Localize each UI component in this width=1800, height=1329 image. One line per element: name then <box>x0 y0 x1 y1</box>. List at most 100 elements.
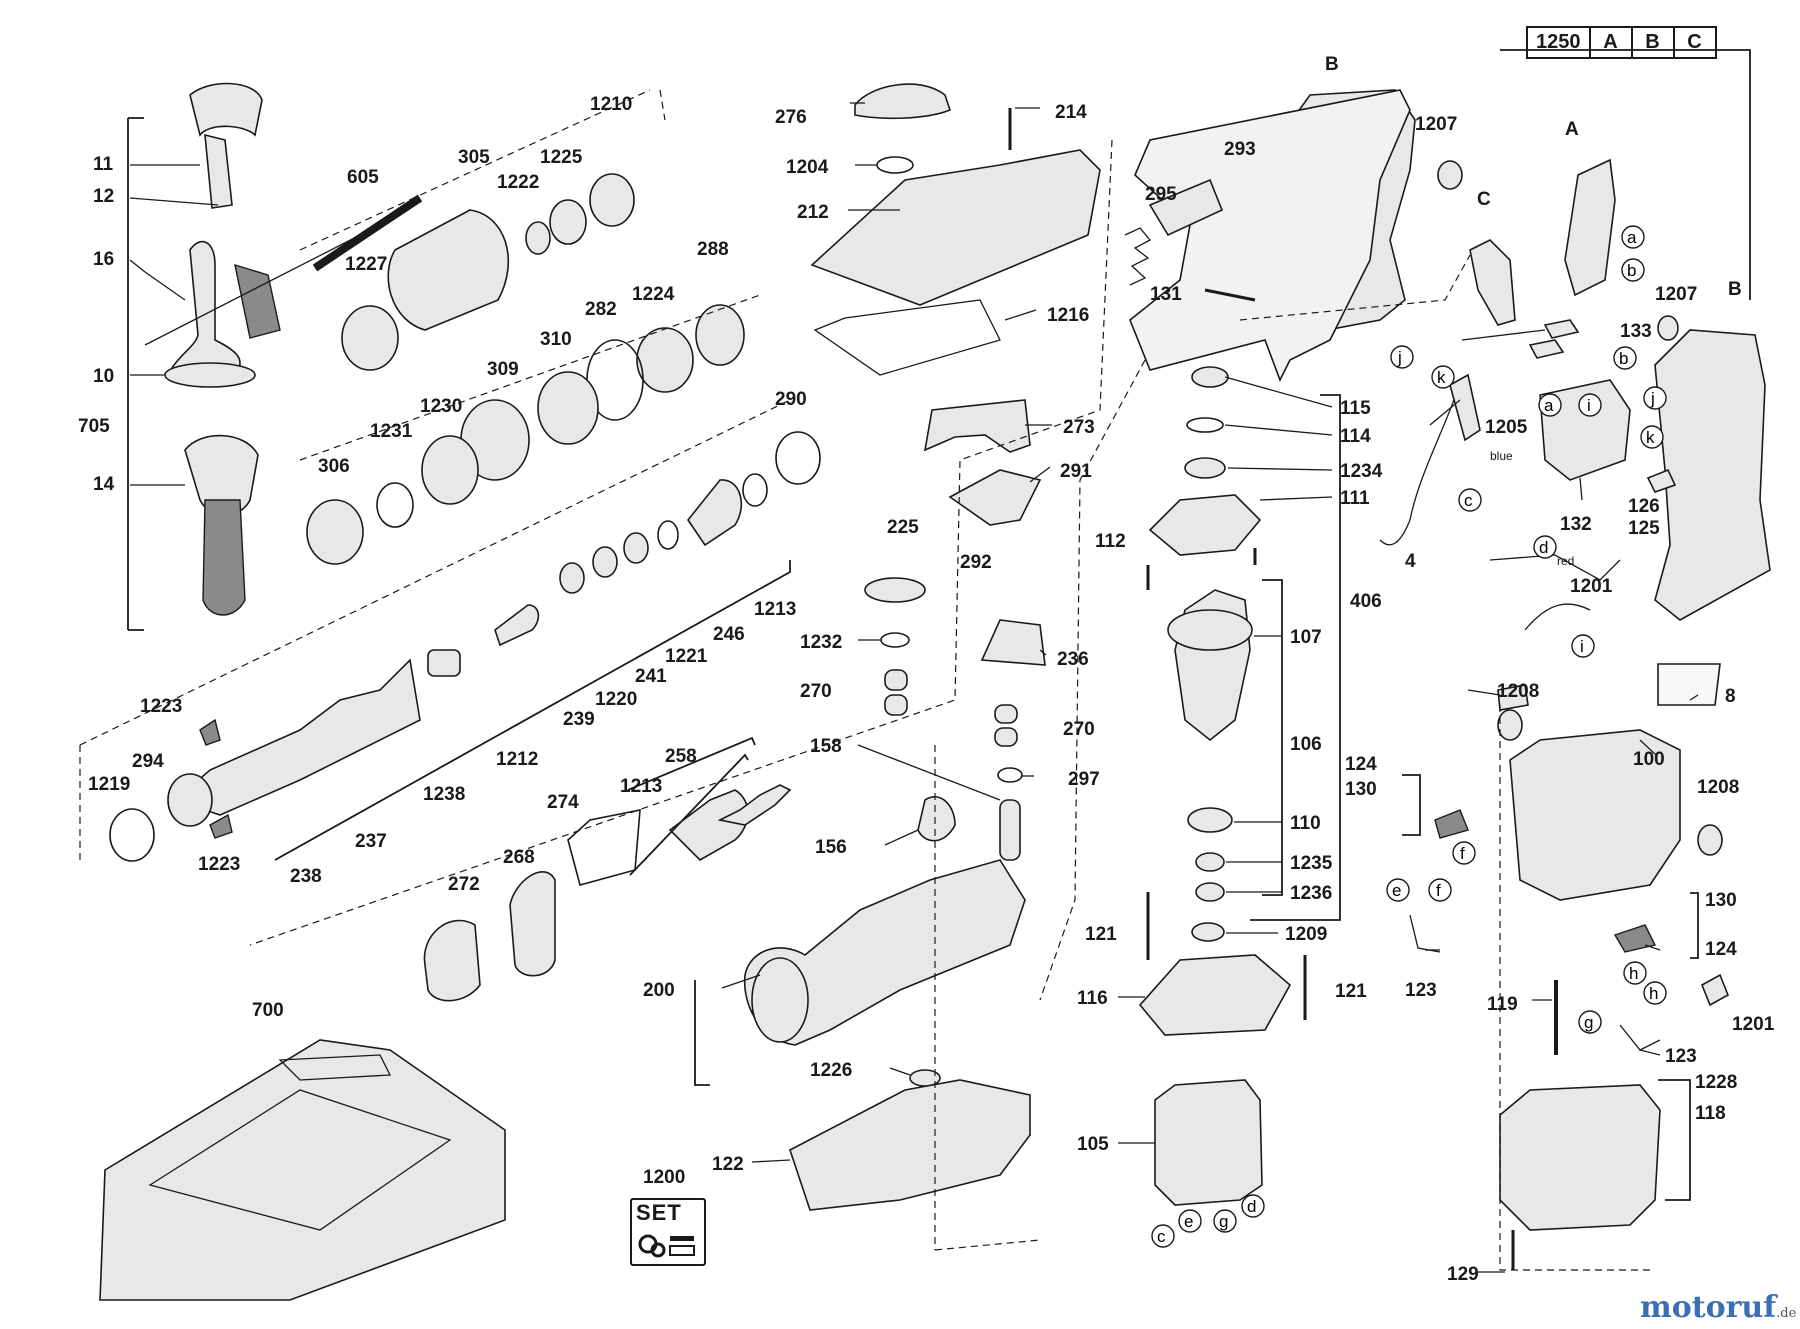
callout-1235: 1235 <box>1290 853 1333 874</box>
callout-123b: 123 <box>1665 1046 1697 1067</box>
dash-housing-top <box>1239 254 1471 321</box>
ring-114 <box>1186 417 1224 433</box>
ring-1225 <box>549 199 587 245</box>
housing-half-1207 <box>1129 89 1411 382</box>
callout-112: 112 <box>1095 531 1126 552</box>
bracket-106 <box>1262 579 1283 896</box>
callout-131: 131 <box>1150 284 1182 305</box>
plate-8 <box>1657 663 1721 706</box>
clip-133b <box>1528 339 1565 359</box>
variant-table: 1250 A B C <box>1526 26 1717 59</box>
leader-115 <box>1224 376 1333 408</box>
callout-125: 125 <box>1628 518 1660 539</box>
bushing-270a <box>884 669 908 691</box>
cable-4 <box>1379 379 1461 546</box>
letter-k2: k <box>1437 368 1446 387</box>
callout-241: 241 <box>635 666 667 687</box>
ring-1224 <box>636 327 694 393</box>
key-1223-bottom <box>209 813 233 839</box>
gear-225 <box>864 577 926 603</box>
letter-f2: f <box>1436 881 1441 900</box>
callout-276: 276 <box>775 107 807 128</box>
callout-214: 214 <box>1055 102 1087 123</box>
callout-305: 305 <box>458 147 490 168</box>
gear-236 <box>980 619 1046 666</box>
leader-291 <box>1029 466 1051 483</box>
letter-j2: j <box>1397 348 1402 367</box>
cage-274 <box>567 809 641 886</box>
variant-cell-0: 1250 <box>1528 28 1591 57</box>
plate-291 <box>948 469 1042 526</box>
letter-h2: h <box>1649 984 1658 1003</box>
bushing-272 <box>423 919 481 1002</box>
handle-lever-part <box>234 263 281 339</box>
wire-1201 <box>1524 603 1591 631</box>
gear-268 <box>509 871 556 977</box>
ring-239 <box>559 562 585 594</box>
spring-295 <box>1124 227 1152 286</box>
callout-4: 4 <box>1405 551 1416 572</box>
callout-293: 293 <box>1224 139 1256 160</box>
letter-C: C <box>1477 189 1491 210</box>
callout-1207a: 1207 <box>1415 114 1457 135</box>
part-A <box>1564 158 1616 297</box>
housing-group <box>1124 49 1771 1271</box>
callout-1238: 1238 <box>423 784 465 805</box>
dash-upper-outline <box>299 89 666 251</box>
callout-132: 132 <box>1560 514 1592 535</box>
callout-1226: 1226 <box>810 1060 852 1081</box>
bearing-110 <box>1187 807 1233 833</box>
ring-1219 <box>109 808 155 862</box>
leader-lines <box>129 102 1699 1273</box>
letter-i2: i <box>1580 637 1584 656</box>
bracket-237 <box>274 560 791 861</box>
callout-124a: 124 <box>1345 754 1377 775</box>
brush-holder-124b <box>1613 924 1657 953</box>
wire-label-blue: blue <box>1490 449 1513 463</box>
callout-238: 238 <box>290 866 322 887</box>
set-number-label: 1200 <box>643 1167 685 1188</box>
cap-1209 <box>1191 922 1225 942</box>
callout-225: 225 <box>887 517 919 538</box>
watermark-tld: .de <box>1776 1306 1797 1321</box>
connector-1201b <box>1700 973 1730 1007</box>
bushing-1238 <box>427 649 461 677</box>
callout-1228: 1228 <box>1695 1072 1737 1093</box>
callout-1205: 1205 <box>1485 417 1528 438</box>
leader-8 <box>1689 694 1699 701</box>
letter-d2: d <box>1247 1197 1256 1216</box>
bracket-705 <box>127 117 144 631</box>
variant-cell-3: C <box>1687 31 1702 53</box>
piston-246 <box>687 479 743 547</box>
callout-114: 114 <box>1340 426 1371 447</box>
ring-241 <box>623 532 649 564</box>
callout-123a: 123 <box>1405 980 1437 1001</box>
callout-1234: 1234 <box>1340 461 1383 482</box>
gasket-1216 <box>813 299 1001 376</box>
ring-1222 <box>525 221 551 255</box>
callout-119: 119 <box>1487 994 1518 1015</box>
callout-272: 272 <box>448 874 480 895</box>
leader-200 <box>721 974 761 989</box>
letter-b1: b <box>1627 261 1636 280</box>
callout-121b: 121 <box>1335 981 1367 1002</box>
connector-1201 <box>1497 684 1529 711</box>
callout-1225: 1225 <box>540 147 583 168</box>
connecting-rod-258 <box>717 784 792 826</box>
callout-1230: 1230 <box>420 396 462 417</box>
carbon-brush-123b <box>1619 1024 1661 1051</box>
bracket-130a <box>1402 774 1421 836</box>
callout-1213b: 1213 <box>620 776 662 797</box>
callout-1201a: 1201 <box>1570 576 1613 597</box>
ring-1220 <box>592 546 618 578</box>
letter-B1: B <box>1325 54 1339 75</box>
callout-282: 282 <box>585 299 617 320</box>
motor-housing-100 <box>1509 729 1681 901</box>
bottom-cap-118 <box>1499 1084 1661 1231</box>
bracket-118 <box>1658 1079 1691 1201</box>
callout-111: 111 <box>1340 488 1370 509</box>
striker-1212 <box>494 604 540 647</box>
callout-239: 239 <box>563 709 595 730</box>
ring-1213 <box>742 473 768 507</box>
